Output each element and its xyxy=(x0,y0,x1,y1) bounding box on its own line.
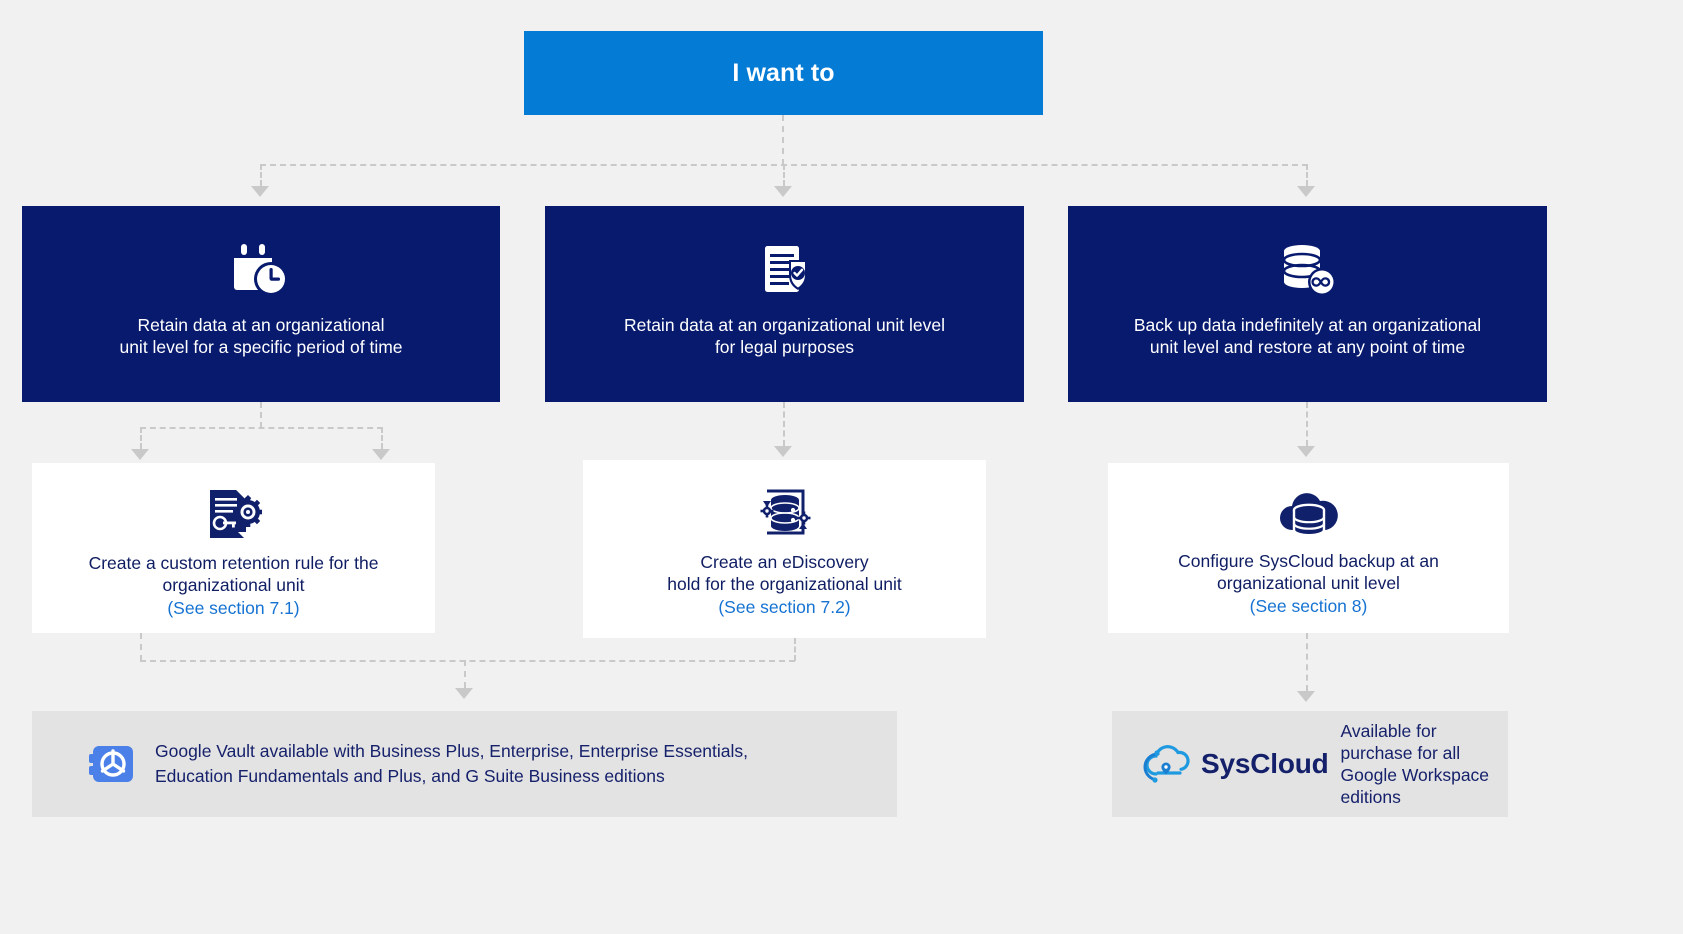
document-shield-check-icon xyxy=(759,244,811,298)
syscloud-logo-icon: SysCloud xyxy=(1136,741,1329,787)
action-card-syscloud-backup[interactable]: Configure SysCloud backup at an organiza… xyxy=(1108,463,1509,633)
document-gear-icon xyxy=(206,488,262,540)
header-box: I want to xyxy=(524,31,1043,115)
option-caption: Retain data at an organizational unit le… xyxy=(623,315,946,357)
footnote-syscloud: SysCloud Available for purchase for all … xyxy=(1112,711,1508,817)
option-card-retain-legal[interactable]: Retain data at an organizational unit le… xyxy=(545,206,1024,402)
section-reference-link[interactable]: (See section 7.1) xyxy=(167,598,300,618)
footnote-text: Available for purchase for all Google Wo… xyxy=(1340,721,1490,807)
action-caption: Create an eDiscovery hold for the organi… xyxy=(667,552,902,594)
cloud-database-icon xyxy=(1276,488,1342,538)
action-caption: Configure SysCloud backup at an organiza… xyxy=(1178,551,1439,593)
footnote-google-vault: Google Vault available with Business Plu… xyxy=(32,711,897,817)
action-card-ediscovery-hold[interactable]: Create an eDiscovery hold for the organi… xyxy=(583,460,986,638)
syscloud-brand-text: SysCloud xyxy=(1201,748,1329,779)
calendar-clock-icon xyxy=(232,244,290,298)
option-caption: Back up data indefinitely at an organiza… xyxy=(1133,315,1482,357)
action-card-retention-rule[interactable]: Create a custom retention rule for the o… xyxy=(32,463,435,633)
database-infinity-icon xyxy=(1280,244,1336,298)
page-title: I want to xyxy=(732,58,835,87)
footnote-text: Google Vault available with Business Plu… xyxy=(155,741,749,786)
database-sync-gears-icon xyxy=(757,485,813,539)
section-reference-link[interactable]: (See section 7.2) xyxy=(718,597,851,617)
section-reference-link[interactable]: (See section 8) xyxy=(1249,596,1368,616)
google-vault-icon xyxy=(89,740,137,788)
option-card-backup-indefinite[interactable]: Back up data indefinitely at an organiza… xyxy=(1068,206,1547,402)
option-card-retain-period[interactable]: Retain data at an organizational unit le… xyxy=(22,206,500,402)
option-caption: Retain data at an organizational unit le… xyxy=(119,315,403,357)
action-caption: Create a custom retention rule for the o… xyxy=(88,553,379,595)
